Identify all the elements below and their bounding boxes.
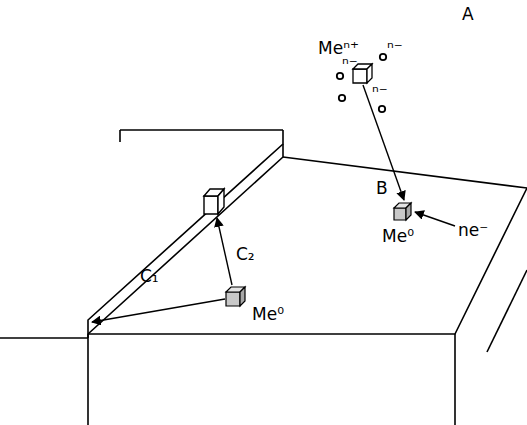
label: ⁿ⁻ (387, 40, 403, 57)
label: ne⁻ (458, 222, 488, 239)
step-riser (88, 130, 283, 338)
label: C₁ (140, 268, 159, 285)
terrace-back-edge (283, 157, 527, 188)
deposition-arrow (363, 85, 404, 200)
ligand-circle (337, 54, 386, 112)
electron-arrow (415, 212, 455, 226)
step-riser (88, 144, 283, 334)
upper-terrace-edge (119, 130, 121, 142)
upper-terrace-edge (0, 337, 88, 339)
kink-block (204, 189, 224, 214)
adatom-cube (394, 203, 411, 220)
upper-terrace-edge (120, 129, 283, 131)
label: ⁿ⁻ (342, 56, 358, 73)
label: B (376, 180, 388, 197)
label: C₂ (236, 246, 255, 263)
label: ⁿ⁻ (372, 84, 388, 101)
label: Meⁿ⁺ (318, 40, 359, 57)
label: Me⁰ (252, 306, 284, 323)
adatom-cube (226, 287, 245, 306)
label: A (462, 6, 474, 23)
diffusion-arrow (92, 299, 225, 322)
diffusion-arrow (217, 218, 232, 285)
terrace-edge (88, 188, 527, 334)
slab-front-edge (87, 334, 89, 425)
slab-front-edge (454, 334, 456, 425)
slab-side-edge (487, 270, 527, 352)
label: Me⁰ (382, 228, 414, 245)
